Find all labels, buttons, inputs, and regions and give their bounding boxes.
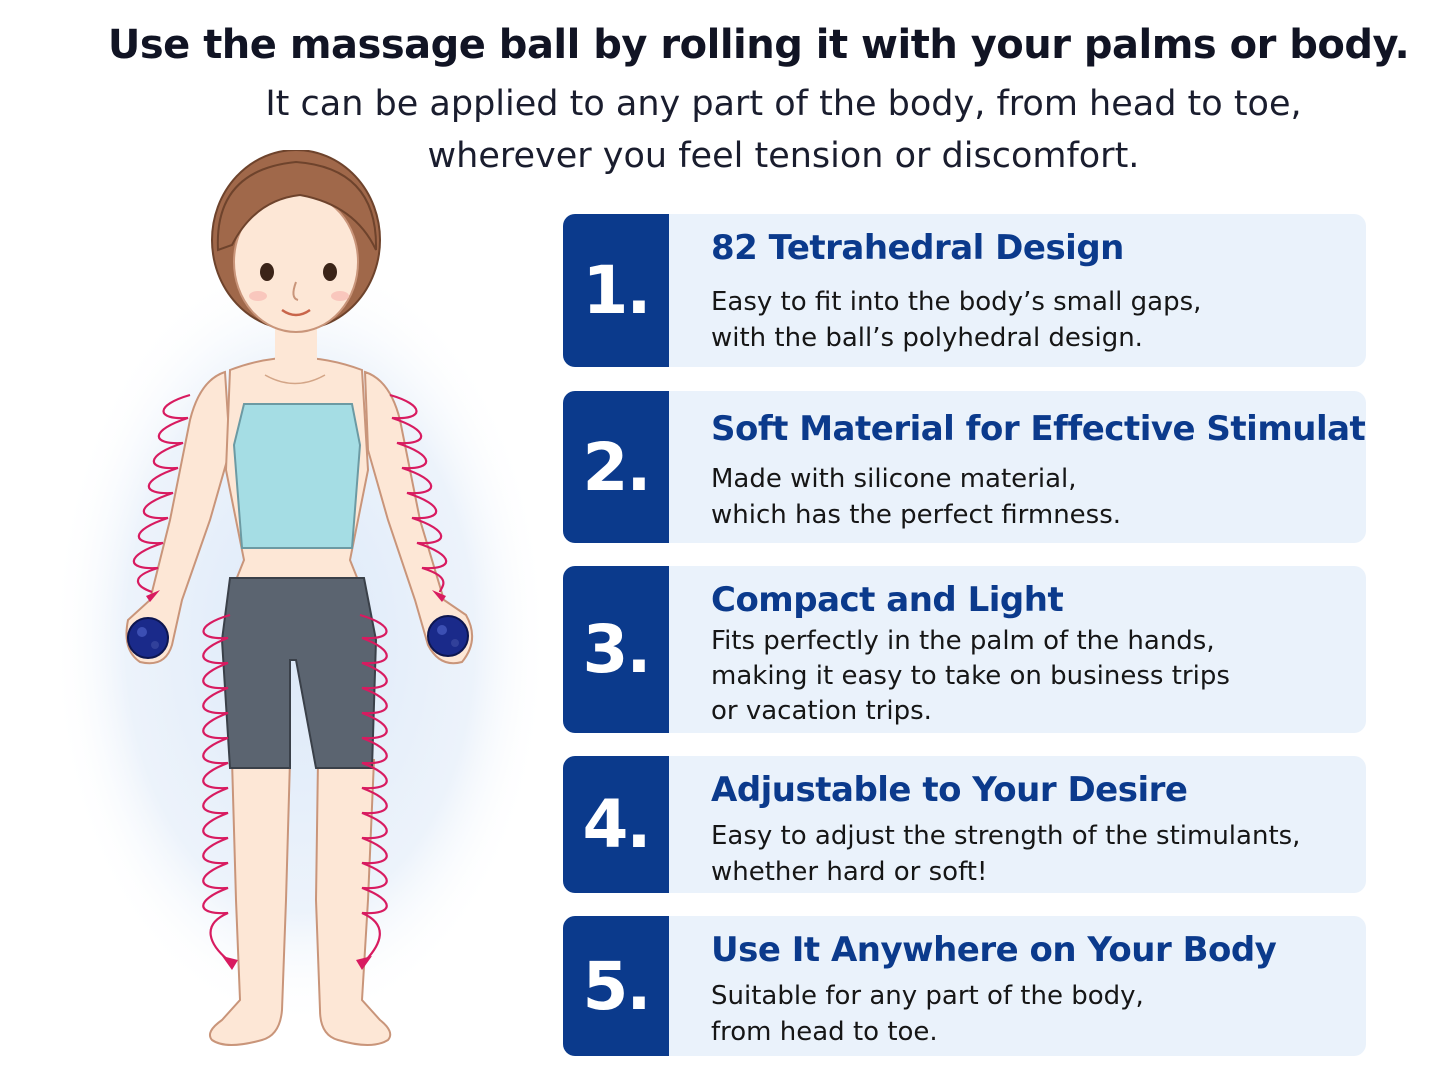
feature-number: 1. <box>563 214 669 367</box>
description-line: Easy to fit into the body’s small gaps, <box>711 287 1202 317</box>
subline-1: It can be applied to any part of the bod… <box>265 84 1302 124</box>
spiral-right-leg <box>359 613 388 961</box>
headline: Use the massage ball by rolling it with … <box>107 22 1410 68</box>
woman-illustration <box>60 150 540 1080</box>
feature-card-4: 4. Adjustable to Your Desire Easy to adj… <box>563 756 1366 893</box>
description-line: Suitable for any part of the body, <box>711 981 1144 1011</box>
feature-card-2: 2. Soft Material for Effective Stimulati… <box>563 391 1366 543</box>
spiral-left-leg <box>202 613 231 961</box>
subline-2: wherever you feel tension or discomfort. <box>427 136 1140 176</box>
description-line: from head to toe. <box>711 1017 938 1047</box>
arrow-right-arm <box>432 590 446 602</box>
massage-ball-right <box>427 615 469 657</box>
left-leg <box>209 759 292 1046</box>
arrow-left-leg <box>222 956 238 970</box>
arrow-left-arm <box>146 590 160 602</box>
feature-title: Adjustable to Your Desire <box>711 770 1188 810</box>
left-arm <box>125 370 232 665</box>
description-line: Easy to adjust the strength of the stimu… <box>711 821 1301 851</box>
feature-card-1: 1. 82 Tetrahedral Design Easy to fit int… <box>563 214 1366 367</box>
arrow-right-leg <box>356 956 372 970</box>
feature-description: Easy to adjust the strength of the stimu… <box>711 818 1300 890</box>
description-line: or vacation trips. <box>711 696 932 726</box>
feature-title: Compact and Light <box>711 580 1064 620</box>
feature-title: Soft Material for Effective Stimulation <box>711 409 1366 449</box>
description-line: whether hard or soft! <box>711 857 988 887</box>
description-line: with the ball’s polyhedral design. <box>711 323 1143 353</box>
feature-description: Suitable for any part of the body, from … <box>711 978 1144 1050</box>
hair-bangs <box>216 160 378 252</box>
feature-title: 82 Tetrahedral Design <box>711 228 1124 268</box>
feature-title: Use It Anywhere on Your Body <box>711 930 1277 970</box>
tank-top <box>232 403 362 549</box>
feature-description: Made with silicone material, which has t… <box>711 461 1121 533</box>
feature-number: 4. <box>563 756 669 893</box>
feature-description: Fits perfectly in the palm of the hands,… <box>711 624 1230 729</box>
description-line: Fits perfectly in the palm of the hands, <box>711 626 1215 656</box>
feature-number: 5. <box>563 916 669 1056</box>
feature-card-5: 5. Use It Anywhere on Your Body Suitable… <box>563 916 1366 1056</box>
feature-number: 2. <box>563 391 669 543</box>
spiral-right-arm <box>389 393 448 593</box>
description-line: Made with silicone material, <box>711 464 1077 494</box>
feature-number: 3. <box>563 566 669 733</box>
description-line: which has the perfect firmness. <box>711 500 1122 530</box>
spiral-left-arm <box>132 393 191 594</box>
massage-ball-left <box>127 617 169 659</box>
feature-description: Easy to fit into the body’s small gaps, … <box>711 284 1201 356</box>
right-leg <box>314 759 392 1046</box>
description-line: making it easy to take on business trips <box>711 661 1230 691</box>
feature-card-3: 3. Compact and Light Fits perfectly in t… <box>563 566 1366 733</box>
